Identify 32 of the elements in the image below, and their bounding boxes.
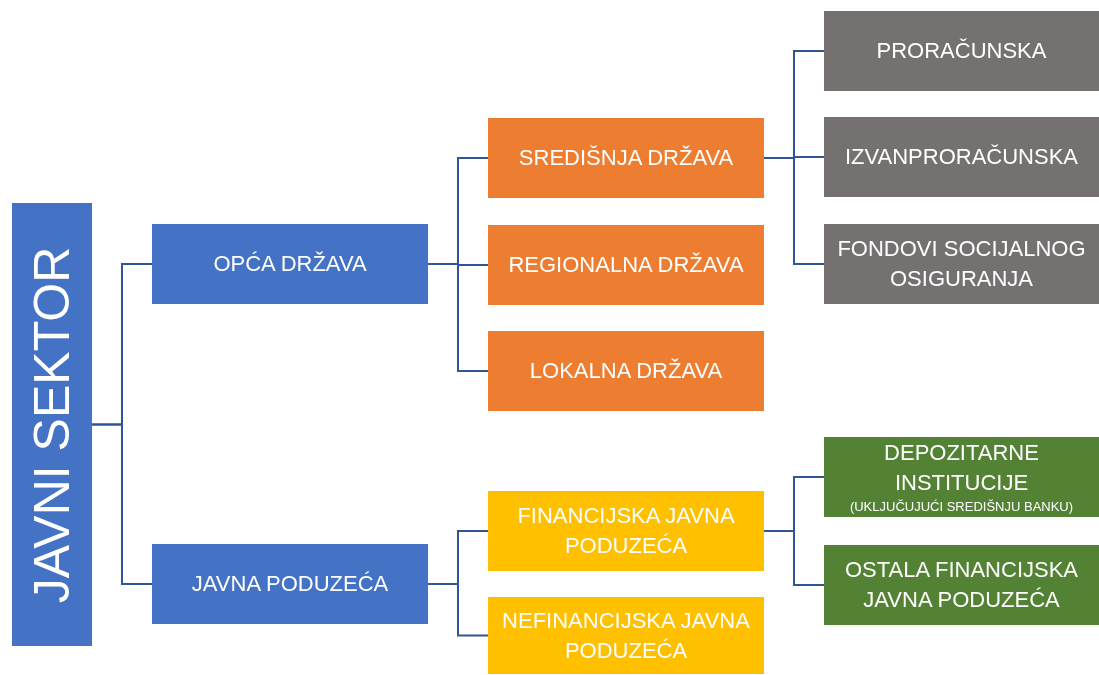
box-label: NEFINANCIJSKA JAVNA PODUZEĆA <box>501 606 751 665</box>
connector-line <box>763 157 825 265</box>
connector-line <box>91 423 153 585</box>
box-label: PRORAČUNSKA <box>876 37 1047 65</box>
box-label: IZVANPRORAČUNSKA <box>844 143 1079 171</box>
box-label: SREDIŠNJA DRŽAVA <box>518 144 734 172</box>
subcategory-box <box>488 225 764 305</box>
box-label: DEPOZITARNE INSTITUCIJE <box>883 439 1040 497</box>
subcategory-box <box>488 597 764 674</box>
connector-line <box>763 530 825 586</box>
subcategory-box <box>824 437 1099 517</box>
box-label: REGIONALNA DRŽAVA <box>508 251 744 279</box>
category-box <box>152 224 428 304</box>
category-box <box>152 544 428 624</box>
sector-box <box>12 203 92 646</box>
box-label: LOKALNA DRŽAVA <box>529 357 723 385</box>
connector-line <box>427 263 489 372</box>
subcategory-box <box>824 224 1099 304</box>
note-text: (UKLJUČUJUĆI SREDIŠNJU BANKU) <box>849 498 1074 516</box>
subcategory-box <box>824 117 1099 197</box>
subcategory-box <box>824 11 1099 91</box>
subcategory-box <box>488 118 764 198</box>
subcategory-box <box>824 545 1099 625</box>
box-label: JAVNA PODUZEĆA <box>191 570 389 598</box>
box-label: OSTALA FINANCIJSKA JAVNA PODUZEĆA <box>843 556 1080 614</box>
box-label: FONDOVI SOCIJALNOG OSIGURANJA <box>836 235 1087 293</box>
subcategory-box <box>488 491 764 571</box>
subcategory-box <box>488 331 764 411</box>
connector-line <box>427 583 489 637</box>
box-label: OPĆA DRŽAVA <box>213 250 367 278</box>
box-label: FINANCIJSKA JAVNA PODUZEĆA <box>516 502 736 560</box>
box-label: JAVNI SEKTOR <box>24 246 80 603</box>
